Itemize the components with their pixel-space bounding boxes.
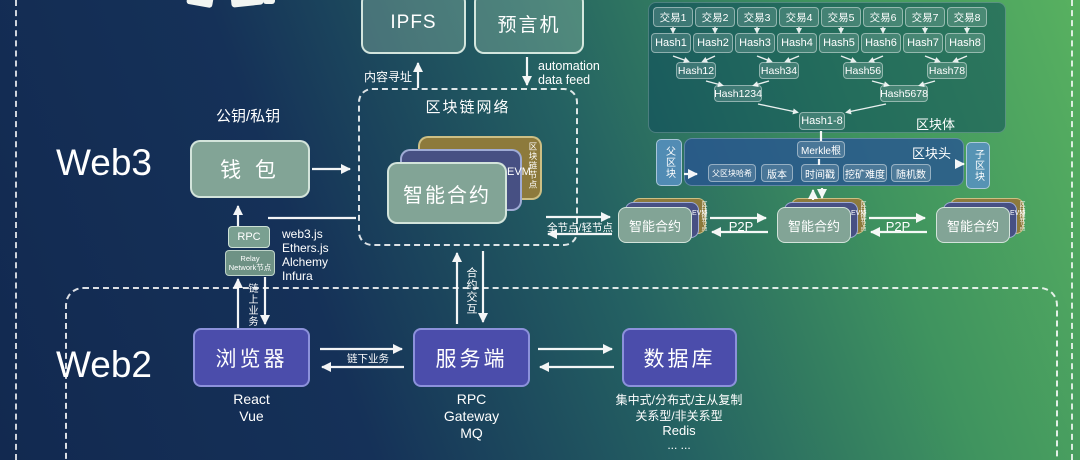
hash-box: Hash2 bbox=[693, 33, 733, 53]
database-relational-label: 关系型/非关系型 bbox=[635, 409, 723, 423]
smart-contract-card: 智能合约 bbox=[936, 207, 1010, 243]
version-field: 版本 bbox=[761, 164, 793, 182]
hash-box: Hash5678 bbox=[880, 85, 928, 102]
web3js-label: web3.js bbox=[282, 227, 323, 241]
hash-box: Hash5 bbox=[819, 33, 859, 53]
transaction-box: 交易4 bbox=[779, 7, 819, 27]
content-addressing-label: 内容寻址 bbox=[364, 70, 413, 84]
transaction-box: 交易5 bbox=[821, 7, 861, 27]
database-box: 数据库 bbox=[622, 328, 737, 387]
cropped-title-fragment bbox=[263, 0, 275, 4]
transaction-box: 交易8 bbox=[947, 7, 987, 27]
mq-label: MQ bbox=[460, 425, 483, 441]
hash-box: Hash56 bbox=[843, 62, 883, 79]
gateway-label: Gateway bbox=[443, 408, 500, 424]
outer-dashed-border-left bbox=[15, 0, 17, 460]
hash-box: Hash1234 bbox=[714, 85, 762, 102]
hash-box: Hash1 bbox=[651, 33, 691, 53]
outer-dashed-border-right bbox=[1071, 0, 1073, 460]
blockchain-node-vertical-label: 区块链节点 bbox=[859, 201, 865, 231]
server-rpc-label: RPC bbox=[456, 391, 487, 407]
p2p-label: P2P bbox=[885, 219, 911, 234]
vue-label: Vue bbox=[239, 408, 264, 424]
cropped-title-fragment bbox=[186, 0, 214, 9]
web2-section-box bbox=[65, 287, 1058, 460]
block-header-label: 区块头 bbox=[912, 146, 952, 161]
oracle-box: 预言机 bbox=[474, 0, 584, 54]
relay-label: Relay bbox=[240, 253, 260, 263]
public-private-key-label: 公钥/私钥 bbox=[216, 108, 281, 125]
smart-contract-card: 智能合约 bbox=[777, 207, 851, 243]
rpc-box: RPC bbox=[228, 226, 270, 248]
hash-box: Hash3 bbox=[735, 33, 775, 53]
transaction-box: 交易7 bbox=[905, 7, 945, 27]
ipfs-box: IPFS bbox=[361, 0, 466, 54]
hash-box: Hash12 bbox=[676, 62, 716, 79]
web2-section-label: Web2 bbox=[56, 344, 152, 385]
block-header-panel bbox=[684, 138, 964, 186]
ellipsis-label: ... ... bbox=[667, 438, 691, 452]
contract-interaction-label: 合约交互 bbox=[465, 267, 477, 315]
transaction-box: 交易2 bbox=[695, 7, 735, 27]
hash-box: Hash6 bbox=[861, 33, 901, 53]
blockchain-node-vertical-label: 区块链节点 bbox=[700, 201, 706, 231]
p2p-label: P2P bbox=[728, 219, 754, 234]
smart-contract-stack: 智能合约 EVM 区块链节点 bbox=[387, 136, 547, 226]
infura-label: Infura bbox=[282, 269, 313, 283]
parent-hash-field: 父区块哈希 bbox=[708, 164, 756, 182]
blockchain-network-box bbox=[358, 88, 578, 246]
browser-box: 浏览器 bbox=[193, 328, 310, 387]
block-body-label: 区块体 bbox=[916, 117, 956, 132]
transaction-box: 交易3 bbox=[737, 7, 777, 27]
react-label: React bbox=[233, 391, 270, 407]
hash-box: Hash7 bbox=[903, 33, 943, 53]
server-box: 服务端 bbox=[413, 328, 530, 387]
data-feed-label: data feed bbox=[538, 73, 591, 87]
evm-vertical-label: EVM bbox=[851, 210, 867, 217]
hash-box: Hash4 bbox=[777, 33, 817, 53]
nonce-field: 随机数 bbox=[891, 164, 931, 182]
evm-vertical-label: EVM bbox=[1010, 210, 1026, 217]
web3-section-label: Web3 bbox=[56, 142, 152, 183]
transaction-box: 交易6 bbox=[863, 7, 903, 27]
wallet-box: 钱 包 bbox=[190, 140, 310, 198]
database-types-label: 集中式/分布式/主从复制 bbox=[615, 393, 743, 407]
cropped-title-fragment bbox=[230, 0, 264, 8]
hash-box: Hash34 bbox=[759, 62, 799, 79]
ethersjs-label: Ethers.js bbox=[282, 241, 329, 255]
alchemy-label: Alchemy bbox=[282, 255, 329, 269]
merkle-root-hash-box: Hash1-8 bbox=[799, 112, 845, 130]
blockchain-network-label: 区块链网络 bbox=[425, 99, 511, 116]
parent-block-box: 父区块 bbox=[656, 139, 682, 186]
evm-vertical-label: EVM bbox=[507, 166, 531, 178]
peer-node-stack-1: 智能合约 EVM 区块链节点 bbox=[618, 198, 710, 244]
relay-network-box: Relay Network节点 bbox=[225, 250, 275, 276]
timestamp-field: 时间戳 bbox=[801, 164, 839, 182]
redis-label: Redis bbox=[662, 423, 696, 438]
onchain-business-label: 链上业务 bbox=[246, 283, 257, 327]
blockchain-node-vertical-label: 区块链节点 bbox=[1018, 201, 1024, 231]
merkle-root-field: Merkle根 bbox=[797, 141, 845, 158]
full-light-node-label: 全节点/轻节点 bbox=[547, 222, 613, 234]
automation-label: automation bbox=[538, 59, 600, 73]
transaction-box: 交易1 bbox=[653, 7, 693, 27]
evm-vertical-label: EVM bbox=[692, 210, 708, 217]
smart-contract-card: 智能合约 bbox=[387, 162, 507, 224]
relay-network-label: Network节点 bbox=[228, 263, 272, 272]
child-block-box: 子区块 bbox=[966, 142, 990, 189]
block-body-panel bbox=[648, 2, 1006, 133]
blockchain-node-vertical-label: 区块链节点 bbox=[528, 142, 538, 190]
hash-box: Hash8 bbox=[945, 33, 985, 53]
peer-node-stack-3: 智能合约 EVM 区块链节点 bbox=[936, 198, 1028, 244]
smart-contract-card: 智能合约 bbox=[618, 207, 692, 243]
offchain-business-label: 链下业务 bbox=[347, 353, 389, 365]
peer-node-stack-2: 智能合约 EVM 区块链节点 bbox=[777, 198, 869, 244]
mining-difficulty-field: 挖矿难度 bbox=[843, 164, 887, 182]
hash-box: Hash78 bbox=[927, 62, 967, 79]
